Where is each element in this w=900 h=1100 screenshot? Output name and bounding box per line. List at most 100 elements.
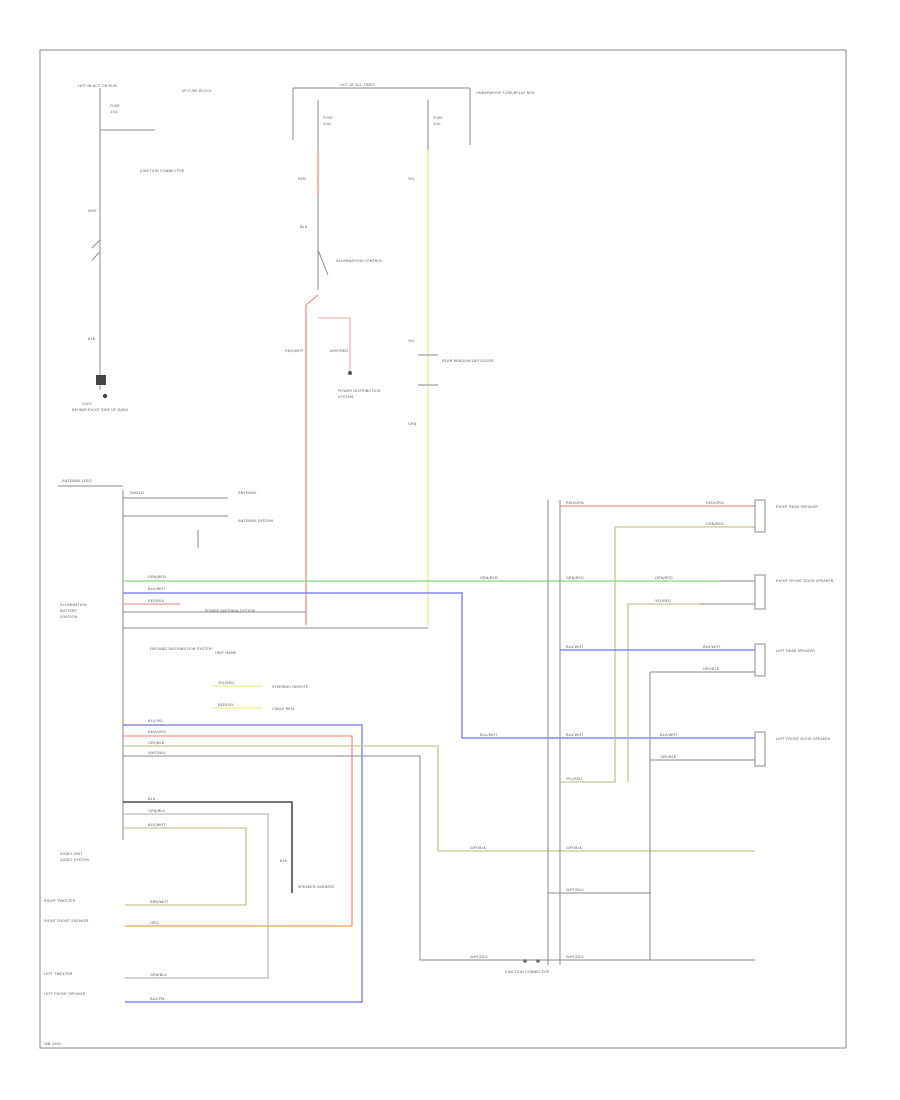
label-antenna-system: ANTENNA SYSTEM (238, 518, 273, 523)
connector-dot-pink (348, 371, 352, 375)
label-ground-left-note: BEHIND RIGHT SIDE OF DASH (72, 407, 128, 412)
label-ignition: IGNITION (60, 614, 77, 619)
label-red-blk: RED/BLK (148, 598, 165, 603)
wire-red-jog (305, 294, 319, 306)
label-ip-fuse-block: I/P FUSE BLOCK (182, 88, 212, 93)
label-right-front-door: RIGHT FRONT DOOR SPEAKER (776, 578, 834, 583)
label-left-tweeter: LEFT TWEETER (44, 971, 73, 976)
junction-dot (523, 959, 527, 963)
label-fuse-right: FUSE (433, 115, 443, 120)
label-yel-red: YEL/RED (218, 680, 234, 685)
label-blu-wht-r5: BLU/WHT (660, 732, 678, 737)
label-ground-left: G401 (82, 401, 93, 406)
left-fuse-branch (91, 88, 155, 399)
label-gry-blk-r: GRY/BLK (703, 666, 720, 671)
label-yel-top: YEL (408, 176, 416, 181)
label-yel-mid: YEL (408, 338, 416, 343)
label-speaker-harness: SPEAKER HARNESS (298, 884, 335, 889)
label-blk-wht: BLK/WHT (148, 822, 166, 827)
label-audio-system: AUDIO SYSTEM (60, 857, 89, 862)
wire-gray-mid-sw (317, 249, 329, 276)
label-fuse-mid: FUSE (323, 115, 333, 120)
label-steering-remote: STEERING REMOTE (272, 684, 309, 689)
label-blk-left: BLK (88, 336, 96, 341)
label-junction: JUNCTION CONNECTOR (139, 168, 185, 173)
label-illum-control: ILLUMINATION CONTROL (336, 258, 383, 263)
label-grn-red-r3: GRN/RED (480, 575, 498, 580)
label-blu-wht-r4: BLU/WHT (566, 732, 584, 737)
figure-id: WB-1990 (44, 1041, 62, 1046)
wire-olive-lower (123, 745, 755, 852)
label-blu-yel-low: BLU/YEL (150, 996, 166, 1001)
label-wht-blu-r: WHT/BLU (566, 887, 584, 892)
label-wht-blu-r3: WHT/BLU (566, 954, 584, 959)
label-underhood-fuse: UNDERHOOD FUSE/RELAY BOX (476, 90, 535, 95)
label-power-antenna: POWER ANTENNA SYSTEM (205, 608, 255, 613)
label-red-grn-r2: RED/GRN (706, 500, 724, 505)
label-shield: SHIELD (130, 490, 144, 495)
label-ground-dist: GROUND DISTRIBUTION SYSTEM (150, 646, 212, 651)
label-blu-wht-r: BLU/WHT (566, 644, 584, 649)
label-power-dist-note: SYSTEM (338, 394, 353, 399)
label-grn-blk: GRN/BLK (148, 808, 165, 813)
label-right-tweeter: RIGHT TWEETER (44, 898, 76, 903)
label-wht-left: WHT (88, 208, 98, 213)
label-hot-acc: HOT IN ACC OR RUN (78, 83, 117, 88)
label-blu-wht: BLU/WHT (148, 586, 166, 591)
label-blk-ground: BLK (148, 796, 156, 801)
label-power-dist: POWER DISTRIBUTION (338, 388, 381, 393)
label-blu-yel: BLU/YEL (148, 718, 164, 723)
wire-blue-lower (123, 724, 363, 1003)
label-cable-reel: CABLE REEL (272, 706, 296, 711)
label-blu-wht-r3: BLU/WHT (480, 732, 498, 737)
label-fuse-left: FUSE (110, 103, 120, 108)
label-yel-red-r2: YEL/RED (566, 776, 582, 781)
label-fuse-left-amps: 15A (110, 109, 118, 114)
label-junction-bottom: JUNCTION CONNECTOR (504, 969, 550, 974)
wire-red-lower (123, 735, 353, 927)
label-unit-name: UNIT NAME (215, 650, 237, 655)
label-left-front-door: LEFT FRONT DOOR SPEAKER (776, 736, 831, 741)
label-left-front-speaker: LEFT FRONT SPEAKER (44, 991, 86, 996)
label-fuse-mid-amps: 20A (323, 121, 331, 126)
label-grn-red-r: GRN/RED (706, 521, 724, 526)
label-red-top: RED (298, 176, 306, 181)
label-red-grn-low: RED/GRN (148, 729, 166, 734)
wire-pink-branch (318, 317, 351, 372)
label-wht-red: WHT/RED (330, 348, 348, 353)
audio-unit-block (58, 485, 428, 840)
label-grn-mid: GRN (408, 421, 417, 426)
label-grn-blk-low: GRN/BLK (150, 972, 167, 977)
right-speakers (754, 499, 766, 767)
yellow-switch (418, 354, 438, 386)
label-wht-blu-r2: WHT/BLU (470, 954, 488, 959)
label-battery: BATTERY (60, 608, 77, 613)
wire-dark-ground (123, 801, 293, 893)
label-audio-unit: AUDIO UNIT (60, 851, 83, 856)
junction-dot-2 (536, 959, 540, 963)
label-illumination: ILLUMINATION (60, 602, 87, 607)
label-gry-blk-r2: GRY/BLK (660, 754, 677, 759)
label-gry-blk: GRY/BLK (148, 740, 165, 745)
top-center-bus (292, 87, 471, 150)
diagram-frame (39, 49, 847, 1049)
label-antenna: ANTENNA (238, 490, 257, 495)
right-connector-bus (547, 500, 755, 965)
wire-olive-right-b (627, 603, 720, 782)
label-yel-red-r: YEL/RED (655, 598, 671, 603)
label-blk-vert: BLK (280, 858, 288, 863)
wire-gray-lower (123, 755, 755, 961)
label-antenna-lead: ANTENNA LEAD (62, 478, 92, 483)
label-blk-mid: BLK (300, 224, 308, 229)
label-red-wht: RED/WHT (285, 348, 304, 353)
label-right-front-speaker: RIGHT FRONT SPEAKER (44, 918, 89, 923)
wire-blue-upper (123, 592, 755, 739)
label-fuse-right-amps: 10A (433, 121, 441, 126)
label-red-yel: RED/YEL (218, 702, 235, 707)
wire-olive-ground3 (123, 827, 247, 906)
label-grn-red-r4: GRN/RED (566, 575, 584, 580)
label-gry-blk-r4: GRY/BLK (566, 845, 583, 850)
label-org: ORG (150, 920, 159, 925)
